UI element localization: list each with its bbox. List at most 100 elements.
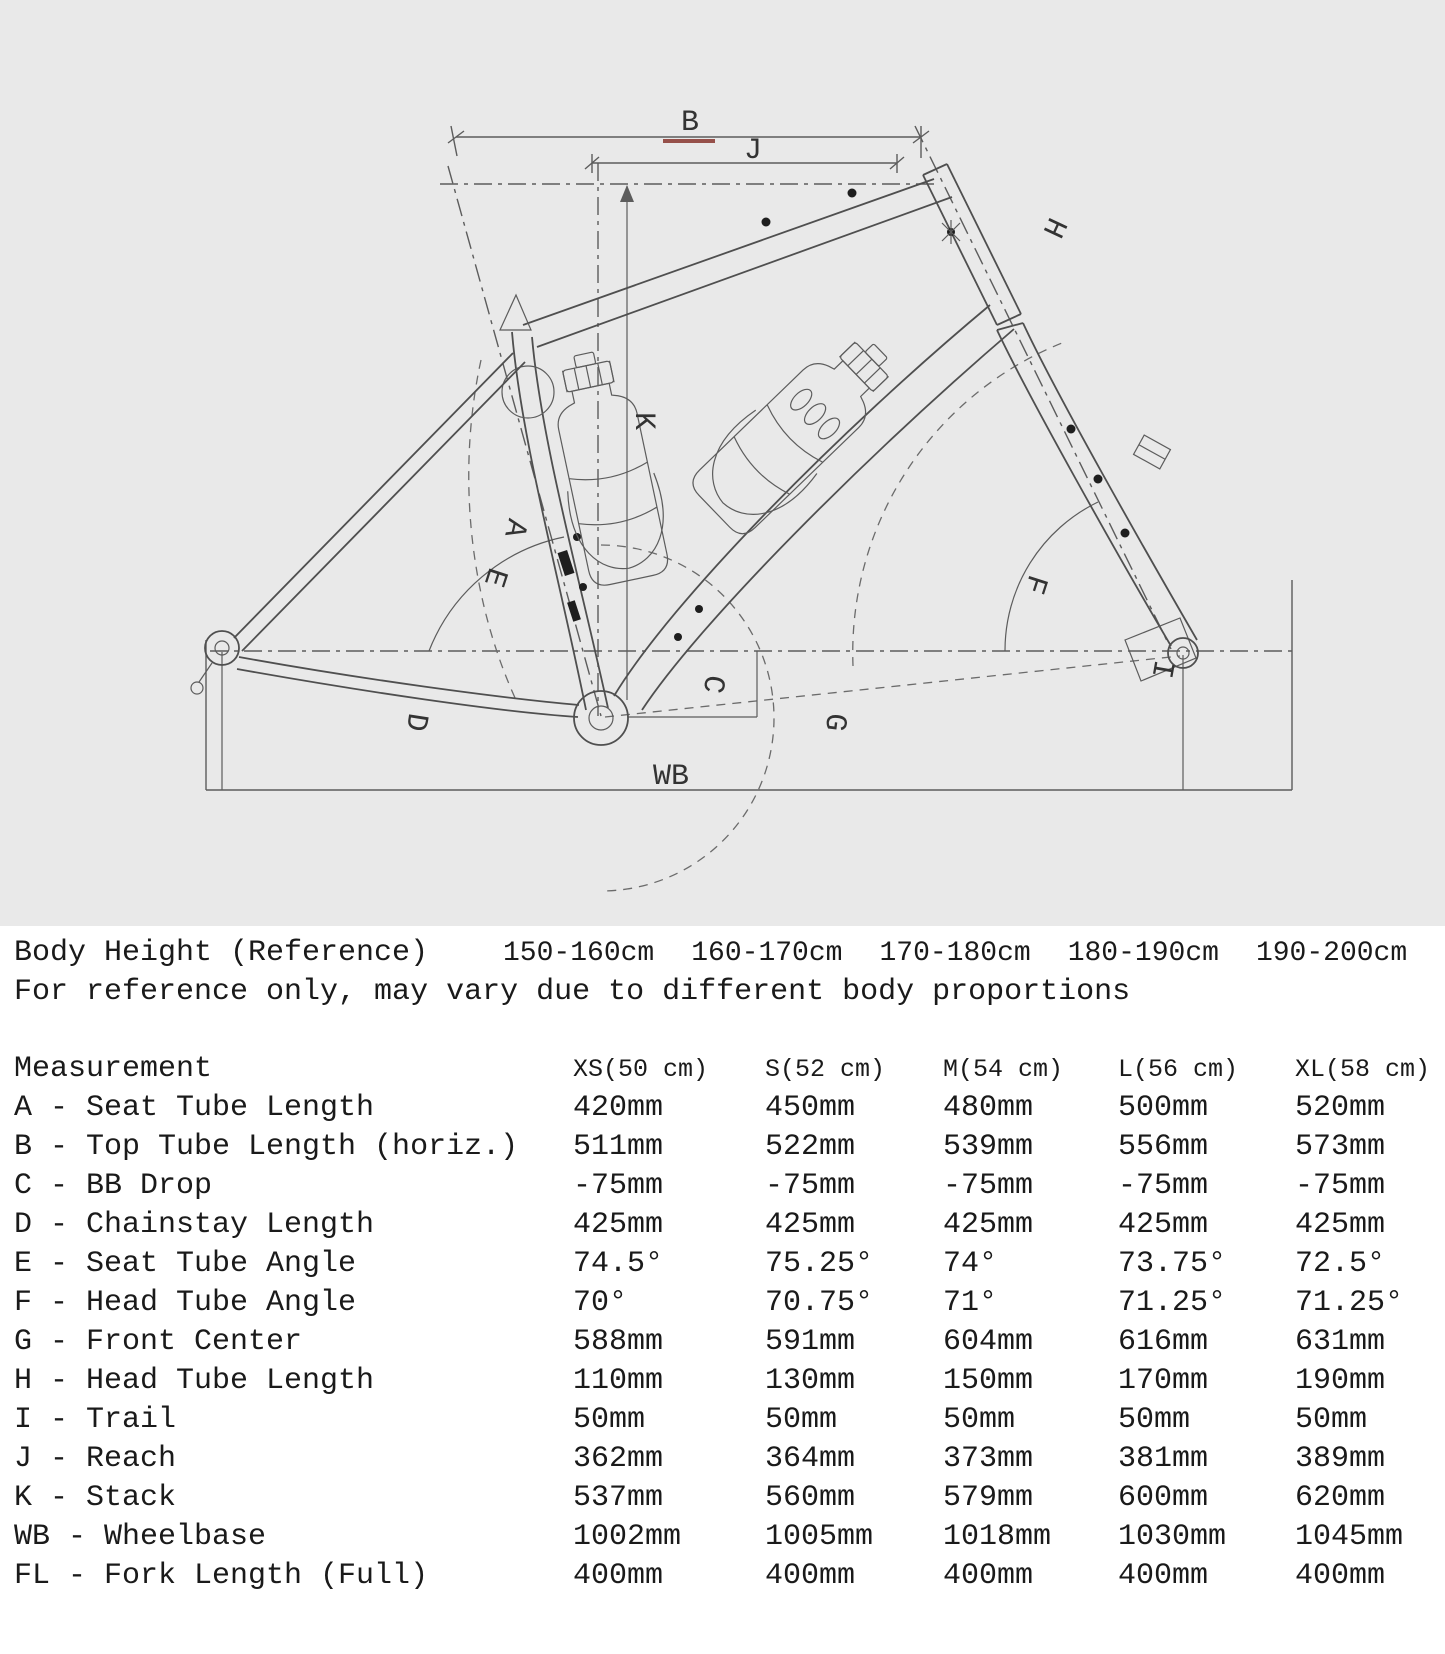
- fork-mount-tab: [1132, 434, 1172, 470]
- row-label: F - Head Tube Angle: [14, 1286, 357, 1320]
- table-row: FL - Fork Length (Full) 400mm 400mm 400mm 40…: [14, 1557, 1445, 1596]
- row-label: WB - Wheelbase: [14, 1520, 267, 1554]
- value-cell: 400mm: [765, 1559, 856, 1593]
- value-cell: 539mm: [943, 1130, 1034, 1164]
- row-label: G - Front Center: [14, 1325, 303, 1359]
- value-cell: 373mm: [943, 1442, 1034, 1476]
- value-cell: 425mm: [1118, 1208, 1209, 1242]
- value-cell: 425mm: [943, 1208, 1034, 1242]
- value-cell: 72.5°: [1295, 1247, 1386, 1281]
- value-cell: 400mm: [943, 1559, 1034, 1593]
- height-range: 170-180cm: [879, 938, 1031, 969]
- value-cell: 50mm: [765, 1403, 838, 1437]
- row-label: FL - Fork Length (Full): [14, 1559, 429, 1593]
- value-cell: 381mm: [1118, 1442, 1209, 1476]
- value-cell: 400mm: [1118, 1559, 1209, 1593]
- bike-frame-drawing: B J H K A E F C D G I WB: [0, 0, 1445, 926]
- value-cell: 1018mm: [943, 1520, 1052, 1554]
- value-cell: 450mm: [765, 1091, 856, 1125]
- label-chainstay: D: [397, 710, 433, 733]
- value-cell: 500mm: [1118, 1091, 1209, 1125]
- value-cell: 364mm: [765, 1442, 856, 1476]
- value-cell: 425mm: [1295, 1208, 1386, 1242]
- value-cell: 50mm: [1118, 1403, 1191, 1437]
- value-cell: 600mm: [1118, 1481, 1209, 1515]
- label-reach: J: [744, 134, 762, 168]
- value-cell: 1002mm: [573, 1520, 682, 1554]
- value-cell: 631mm: [1295, 1325, 1386, 1359]
- value-cell: 190mm: [1295, 1364, 1386, 1398]
- value-cell: 588mm: [573, 1325, 664, 1359]
- value-cell: 71.25°: [1118, 1286, 1227, 1320]
- value-cell: 511mm: [573, 1130, 664, 1164]
- water-bottles: [537, 317, 914, 591]
- row-label: D - Chainstay Length: [14, 1208, 375, 1242]
- value-cell: 400mm: [573, 1559, 664, 1593]
- value-cell: 74°: [943, 1247, 998, 1281]
- value-cell: -75mm: [765, 1169, 856, 1203]
- star-nut: [941, 220, 961, 244]
- label-top-tube: B: [681, 106, 699, 140]
- row-label: I - Trail: [14, 1403, 177, 1437]
- row-label: C - BB Drop: [14, 1169, 213, 1203]
- value-cell: 170mm: [1118, 1364, 1209, 1398]
- height-range: 190-200cm: [1255, 938, 1408, 969]
- label-front-center: G: [816, 711, 852, 733]
- label-stack: K: [626, 412, 660, 430]
- value-cell: 604mm: [943, 1325, 1034, 1359]
- row-label: A - Seat Tube Length: [14, 1091, 375, 1125]
- value-cell: 425mm: [573, 1208, 664, 1242]
- value-cell: 620mm: [1295, 1481, 1386, 1515]
- value-cell: 389mm: [1295, 1442, 1386, 1476]
- value-cell: 1045mm: [1295, 1520, 1404, 1554]
- value-cell: 74.5°: [573, 1247, 664, 1281]
- value-cell: 616mm: [1118, 1325, 1209, 1359]
- column-header: M(54 cm): [943, 1055, 1064, 1084]
- value-cell: 73.75°: [1118, 1247, 1227, 1281]
- value-cell: -75mm: [1118, 1169, 1209, 1203]
- value-cell: 130mm: [765, 1364, 856, 1398]
- value-cell: 75.25°: [765, 1247, 874, 1281]
- value-cell: 537mm: [573, 1481, 664, 1515]
- value-cell: 71°: [943, 1286, 998, 1320]
- row-label: H - Head Tube Length: [14, 1364, 375, 1398]
- column-header: XL(58 cm): [1295, 1055, 1431, 1084]
- value-cell: 70°: [573, 1286, 628, 1320]
- body-height-label: Body Height (Reference): [14, 936, 429, 970]
- label-trail: I: [1143, 657, 1180, 681]
- dimension-lines: [205, 125, 1298, 892]
- table-row: C - BB Drop-75mm-75mm-75mm-75mm-75mm: [14, 1167, 1445, 1206]
- value-cell: 591mm: [765, 1325, 856, 1359]
- value-cell: 425mm: [765, 1208, 856, 1242]
- value-cell: -75mm: [943, 1169, 1034, 1203]
- value-cell: 70.75°: [765, 1286, 874, 1320]
- rear-axle: [204, 630, 240, 666]
- row-label: K - Stack: [14, 1481, 177, 1515]
- value-cell: 110mm: [573, 1364, 664, 1398]
- height-range: 180-190cm: [1067, 938, 1219, 969]
- label-wheelbase: WB: [653, 760, 689, 794]
- reference-note: For reference only, may vary due to diff…: [14, 975, 1131, 1009]
- value-cell: -75mm: [573, 1169, 664, 1203]
- measurement-labels: B J H K A E F C D G I WB: [397, 106, 1180, 794]
- mount-bolts: [557, 188, 1130, 641]
- value-cell: 50mm: [943, 1403, 1016, 1437]
- value-cell: 1005mm: [765, 1520, 874, 1554]
- table-row: G - Front Center 588mm 591mm 604mm 616mm 631m…: [14, 1323, 1445, 1362]
- column-header: L(56 cm): [1118, 1055, 1239, 1084]
- height-range: 150-160cm: [503, 938, 655, 969]
- diagram-background: [0, 0, 1445, 926]
- table-row: D - Chainstay Length 425mm 425mm 425mm 425mm…: [14, 1206, 1445, 1245]
- value-cell: 400mm: [1295, 1559, 1386, 1593]
- value-cell: 579mm: [943, 1481, 1034, 1515]
